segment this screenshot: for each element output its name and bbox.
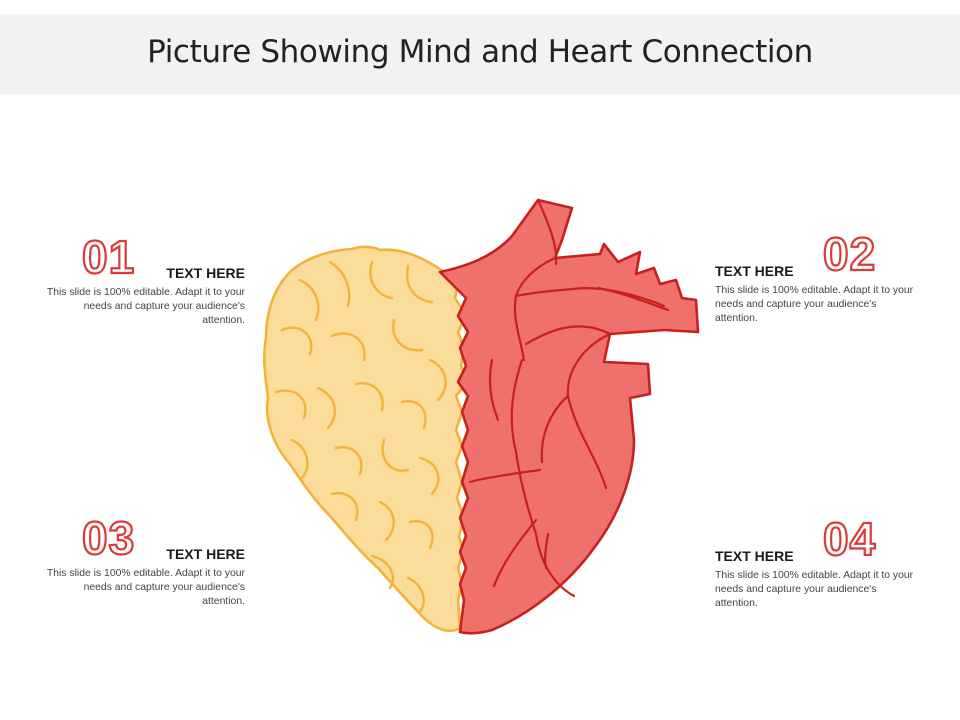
item-body-01: This slide is 100% editable. Adapt it to… xyxy=(46,287,245,326)
item-heading-01: TEXT HERE xyxy=(166,265,245,281)
item-number-04: 04 xyxy=(822,513,877,565)
heart-half-icon xyxy=(438,198,700,635)
title-bar xyxy=(0,14,960,94)
item-heading-04: TEXT HERE xyxy=(715,548,794,564)
item-body-03: This slide is 100% editable. Adapt it to… xyxy=(46,568,245,607)
item-body-02: This slide is 100% editable. Adapt it to… xyxy=(715,285,914,324)
item-heading-02: TEXT HERE xyxy=(715,263,794,279)
brain-heart-illustration xyxy=(263,198,700,635)
item-number-03: 03 xyxy=(81,512,136,564)
item-body-04: This slide is 100% editable. Adapt it to… xyxy=(715,570,914,609)
item-heading-03: TEXT HERE xyxy=(166,546,245,562)
slide-title: Picture Showing Mind and Heart Connectio… xyxy=(147,34,813,70)
item-number-02: 02 xyxy=(822,228,877,280)
brain-half-icon xyxy=(263,245,470,632)
item-number-01: 01 xyxy=(81,231,136,283)
